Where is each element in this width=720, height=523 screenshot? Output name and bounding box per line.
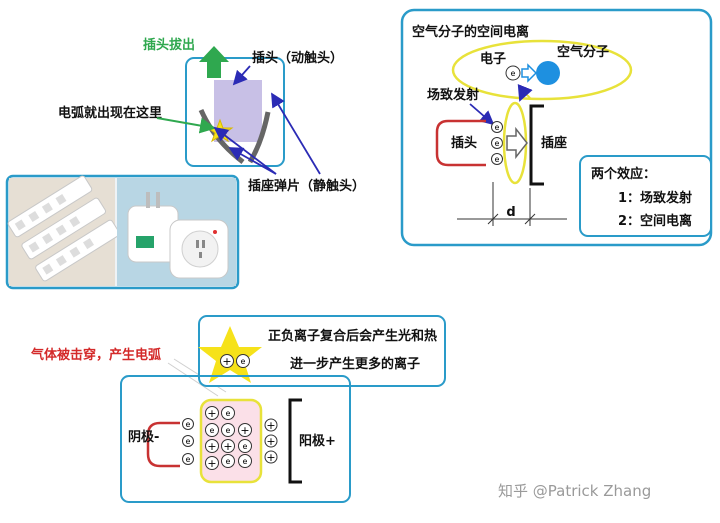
gap-label: d bbox=[506, 205, 515, 220]
plug-label: 插头（动触头） bbox=[252, 50, 343, 66]
recombination-star-icon bbox=[198, 326, 262, 383]
plug-pointer-arrow bbox=[232, 65, 251, 86]
recombine-line-2: 进一步产生更多的离子 bbox=[290, 356, 420, 372]
pull-up-arrow-icon bbox=[199, 46, 229, 78]
emission-arrow-icon bbox=[506, 126, 528, 160]
svg-text:e: e bbox=[495, 155, 500, 164]
spring-label: 插座弹片（静触头） bbox=[248, 178, 365, 194]
effects-title: 两个效应： bbox=[591, 166, 656, 182]
anode-electrode bbox=[288, 398, 302, 484]
svg-text:e: e bbox=[186, 437, 191, 446]
ionization-title: 空气分子的空间电离 bbox=[412, 24, 529, 40]
panel-space-ionization: 空气分子的空间电离 电子 空气分子 e 场致发射 插头 e e e 插座 d 两… bbox=[400, 8, 713, 247]
svg-text:+: + bbox=[223, 440, 232, 453]
arc-location-label: 电弧就出现在这里 bbox=[58, 105, 162, 121]
svg-text:+: + bbox=[266, 435, 275, 448]
svg-text:+: + bbox=[207, 407, 216, 420]
effect-1: 1：场致发射 bbox=[618, 190, 692, 206]
effects-box bbox=[579, 155, 712, 237]
spring-pointer-arrow-1 bbox=[213, 126, 277, 175]
discharge-box bbox=[120, 375, 351, 503]
breakdown-label: 气体被击穿，产生电弧 bbox=[31, 347, 161, 363]
svg-text:e: e bbox=[210, 426, 215, 435]
pull-out-label: 插头拔出 bbox=[143, 37, 195, 53]
field-emission-label: 场致发射 bbox=[427, 87, 479, 103]
product-photo bbox=[5, 174, 240, 290]
field-emission-arrow bbox=[469, 103, 495, 126]
collision-arrow-icon bbox=[521, 63, 538, 83]
svg-text:+: + bbox=[222, 355, 231, 368]
svg-text:e: e bbox=[495, 139, 500, 148]
socket-electrode bbox=[529, 104, 544, 186]
svg-text:e: e bbox=[241, 357, 246, 366]
plug-label-2: 插头 bbox=[451, 135, 477, 151]
svg-text:e: e bbox=[495, 123, 500, 132]
svg-text:e: e bbox=[226, 457, 231, 466]
contact-box bbox=[185, 57, 285, 167]
arc-pointer-arrow bbox=[156, 117, 216, 134]
panel-plug-pullout: 插头拔出 插头（动触头） 电弧就出现在这里 插座弹片（静触头） bbox=[58, 37, 365, 194]
adapter-image bbox=[127, 192, 229, 279]
cathode-electrode bbox=[146, 421, 180, 468]
socket-label: 插座 bbox=[541, 135, 567, 151]
spring-contact-right bbox=[247, 111, 271, 164]
ionization-ellipse bbox=[451, 39, 633, 101]
svg-text:e: e bbox=[226, 426, 231, 435]
power-strip-image bbox=[7, 175, 120, 282]
svg-text:+: + bbox=[240, 424, 249, 437]
plug-electrode bbox=[435, 119, 486, 167]
effect-2: 2：空间电离 bbox=[618, 213, 692, 229]
drift-curve bbox=[517, 84, 533, 102]
svg-text:+: + bbox=[266, 419, 275, 432]
svg-text:e: e bbox=[226, 409, 231, 418]
watermark: 知乎 @Patrick Zhang bbox=[498, 482, 651, 500]
molecule-label: 空气分子 bbox=[557, 44, 609, 60]
panel-gas-breakdown: 气体被击穿，产生电弧 + e 正负离子复合后会产生光和热 进一步产生更多的离子 … bbox=[31, 315, 446, 503]
spring-pointer-arrow-2 bbox=[228, 147, 277, 175]
recombine-line-1: 正负离子复合后会产生光和热 bbox=[268, 328, 437, 344]
electron-icon bbox=[505, 65, 521, 81]
cathode-label: 阴极- bbox=[128, 429, 159, 445]
svg-text:e: e bbox=[243, 442, 248, 451]
svg-text:e: e bbox=[186, 420, 191, 429]
svg-text:+: + bbox=[207, 457, 216, 470]
recombination-box bbox=[198, 315, 446, 387]
svg-text:e: e bbox=[511, 69, 516, 78]
anode-label: 阳极+ bbox=[299, 433, 336, 449]
air-molecule-icon bbox=[536, 61, 560, 85]
svg-text:e: e bbox=[186, 455, 191, 464]
svg-text:e: e bbox=[243, 457, 248, 466]
svg-text:+: + bbox=[207, 440, 216, 453]
electron-label: 电子 bbox=[480, 51, 506, 67]
svg-text:+: + bbox=[266, 451, 275, 464]
ionization-box bbox=[400, 8, 713, 247]
spring-pointer-arrow-3 bbox=[271, 92, 321, 175]
